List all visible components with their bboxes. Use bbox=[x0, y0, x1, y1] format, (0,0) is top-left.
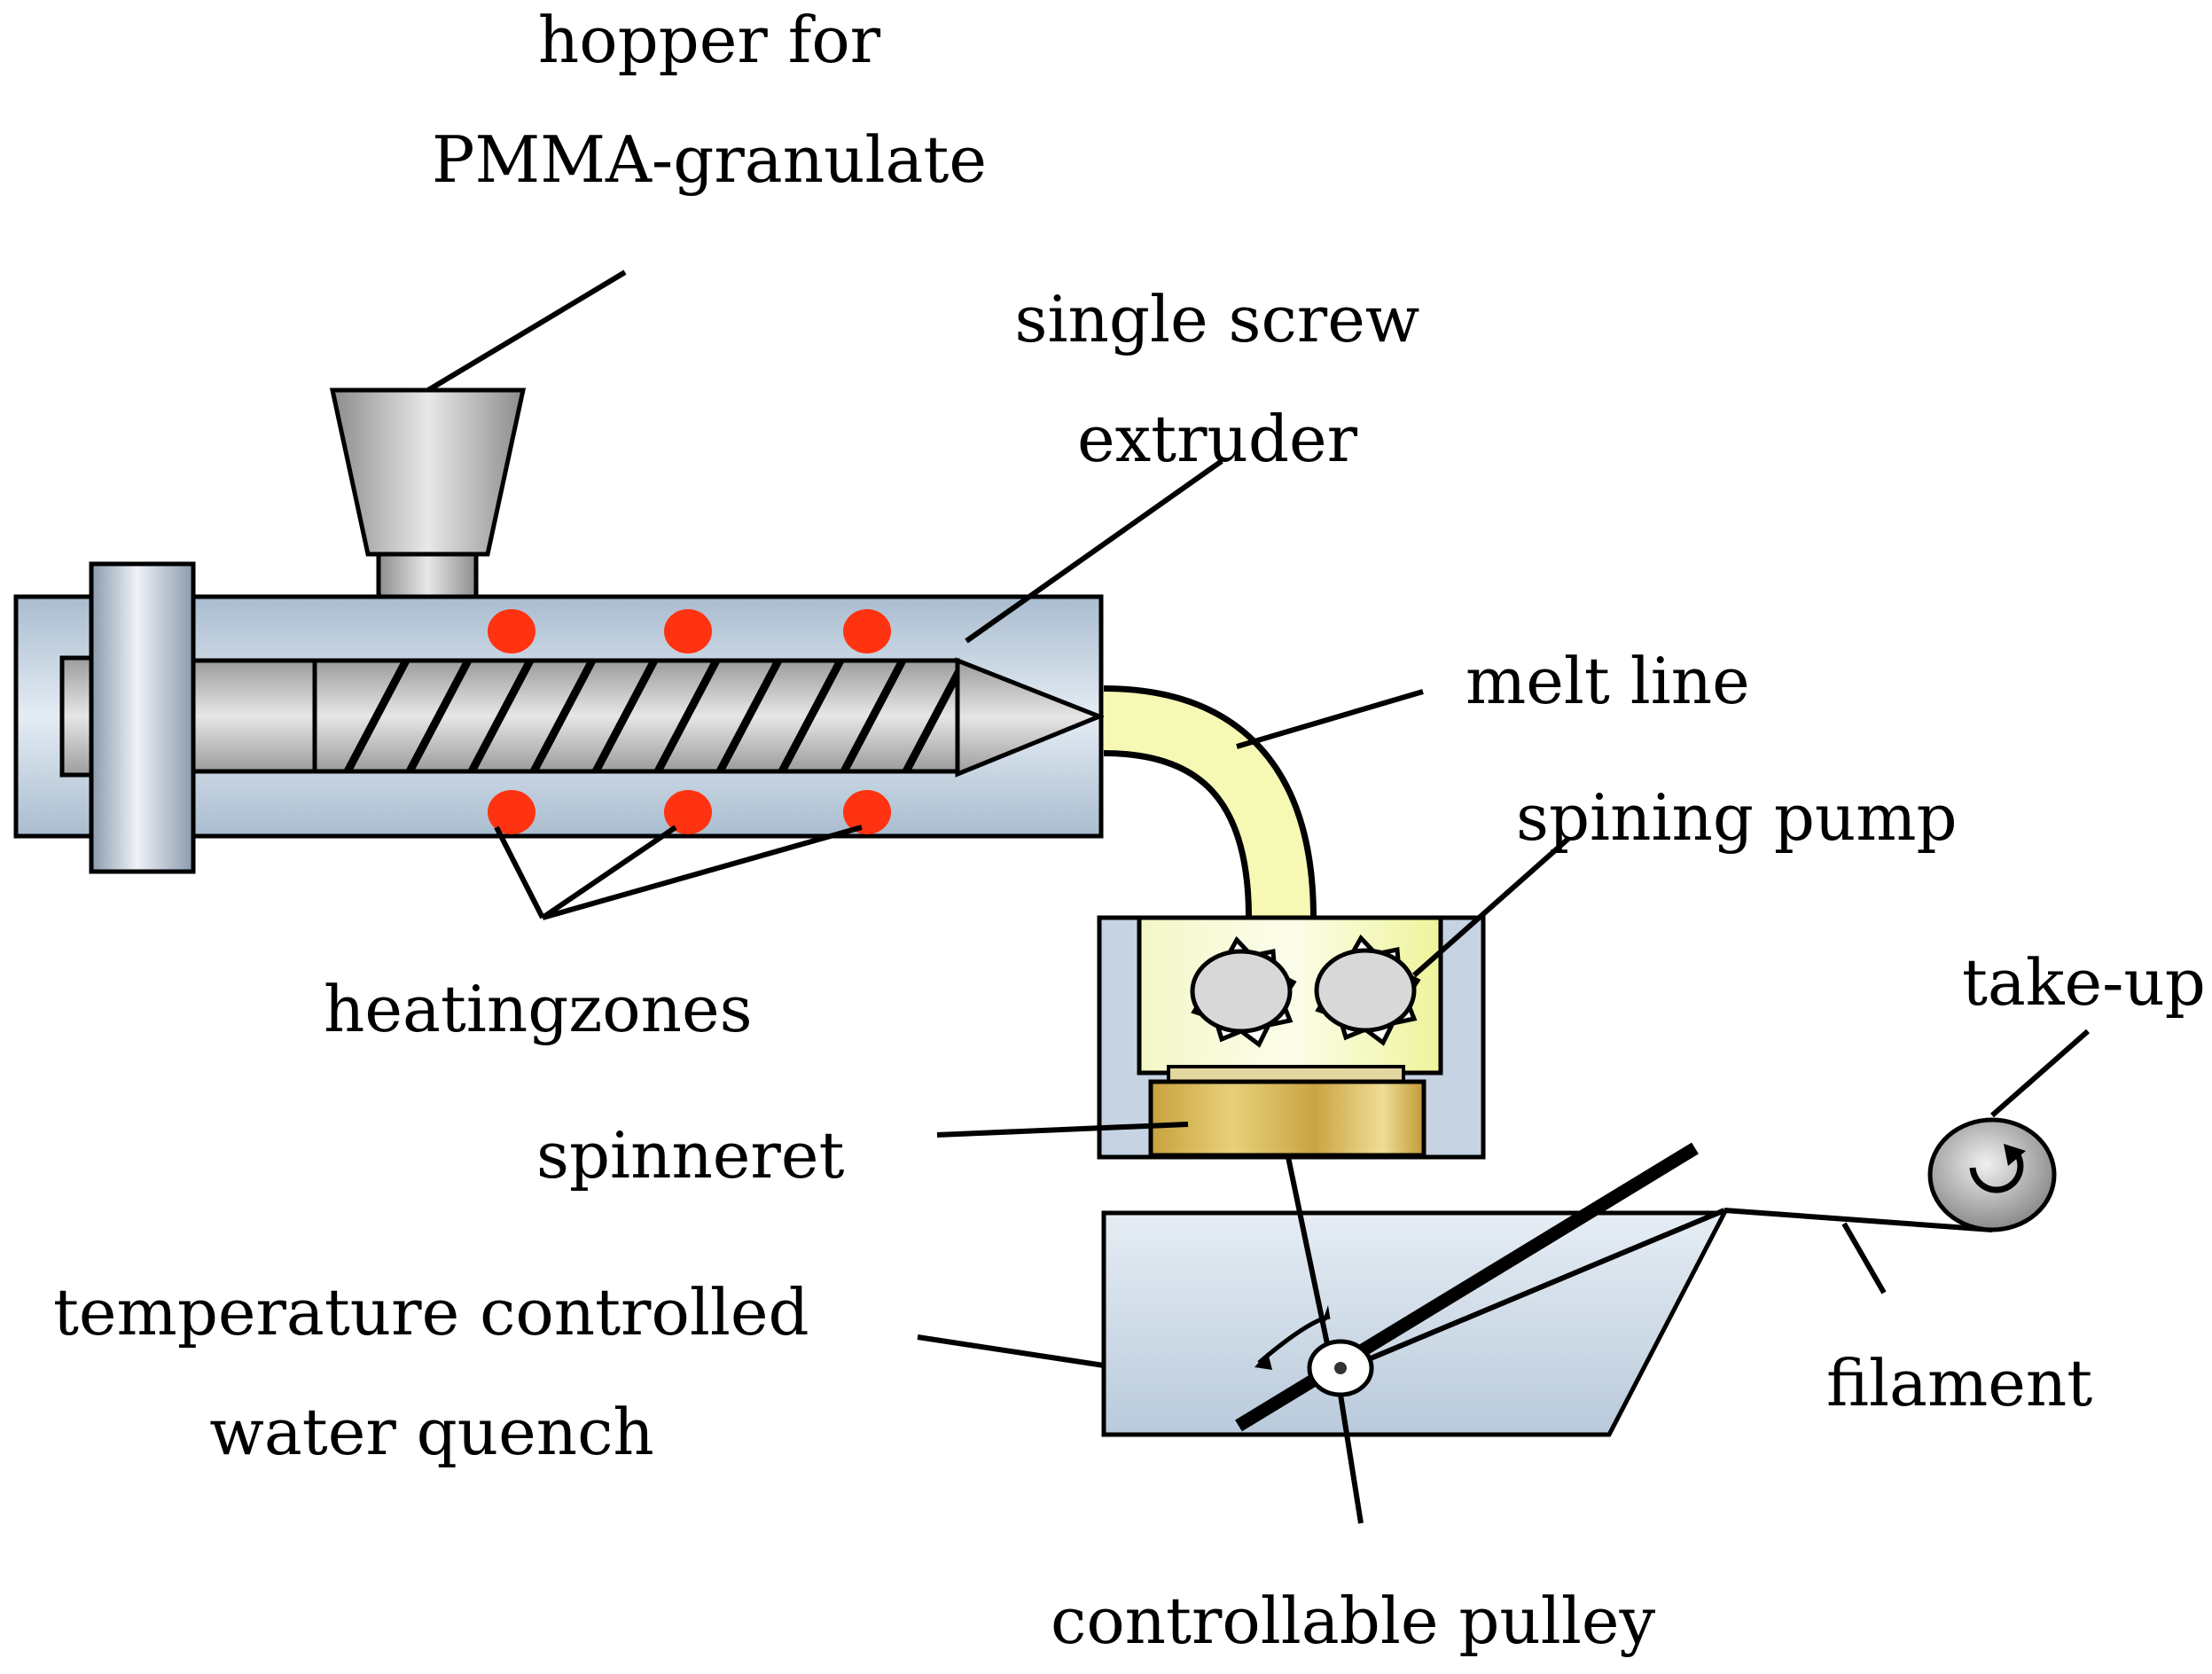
spinning-pump-housing bbox=[1097, 915, 1486, 1160]
hopper bbox=[329, 387, 527, 601]
heater-dot bbox=[843, 609, 891, 653]
label-controllable-pulley: controllable pulley bbox=[1051, 1584, 1655, 1658]
label-extruder-line2: extruder bbox=[1077, 402, 1358, 476]
heater-dot bbox=[488, 609, 535, 653]
label-heating-zones: heatingzones bbox=[324, 972, 753, 1046]
label-spinning-pump: spining pump bbox=[1516, 780, 1958, 855]
label-melt-line: melt line bbox=[1466, 644, 1750, 718]
leader-lines bbox=[426, 270, 2090, 1524]
label-spinneret: spinneret bbox=[536, 1118, 844, 1193]
label-take-up: take-up bbox=[1962, 945, 2206, 1020]
controllable-pulley bbox=[1255, 1305, 1374, 1397]
label-quench-line1: temperature controlled bbox=[53, 1275, 809, 1349]
heater-dot bbox=[664, 790, 712, 834]
heater-dot bbox=[843, 790, 891, 834]
rotation-arrow-icon bbox=[1969, 1147, 2024, 1193]
heater-dot bbox=[488, 790, 535, 834]
heater-dot bbox=[664, 609, 712, 653]
label-extruder-line1: single screw bbox=[1015, 282, 1420, 356]
heating-zone-markers bbox=[488, 609, 891, 834]
label-filament: filament bbox=[1826, 1346, 2092, 1420]
label-hopper-line1: hopper for bbox=[538, 3, 881, 77]
melt-line-pipe bbox=[1103, 685, 1317, 919]
screw bbox=[312, 657, 1106, 778]
label-hopper-line2: PMMA-granulate bbox=[432, 122, 987, 197]
label-quench-line2: water quench bbox=[209, 1395, 654, 1469]
take-up-roll bbox=[1927, 1117, 2057, 1232]
